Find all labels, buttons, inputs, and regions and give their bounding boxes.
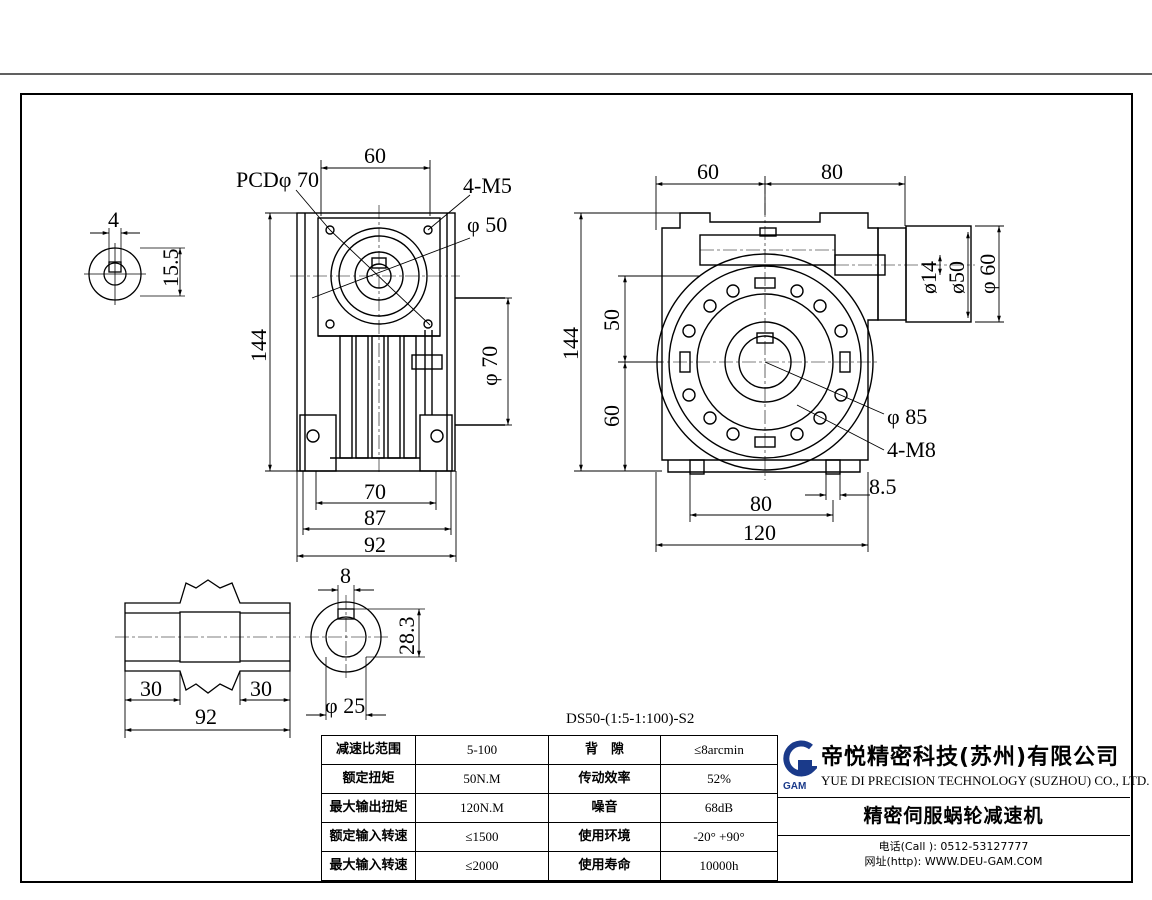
dim-height-60: 60 — [599, 405, 624, 427]
dim-bore-25: φ 25 — [325, 693, 365, 718]
dim-diameter-70: φ 70 — [477, 346, 502, 386]
dim-diameter-60: φ 60 — [975, 254, 1000, 294]
dim-width-70: 70 — [364, 479, 386, 504]
company-name-en: YUE DI PRECISION TECHNOLOGY (SUZHOU) CO.… — [821, 773, 1150, 788]
drawing-border — [20, 93, 1133, 883]
dim-width-80-bottom: 80 — [750, 491, 772, 516]
dim-offset-8-5: 8.5 — [869, 474, 897, 499]
hollow-shaft-section — [115, 579, 300, 738]
spec-table: 减速比范围 5-100 背 隙 ≤8arcmin 额定扭矩 50N.M 传动效率… — [321, 735, 778, 881]
spec-row: 额定扭矩 50N.M 传动效率 52% — [321, 764, 778, 794]
spec-label: 使用寿命 — [548, 851, 661, 881]
spec-value: -20° +90° — [660, 822, 778, 852]
front-view-dimensions — [574, 176, 1004, 552]
spec-value: 68dB — [660, 793, 778, 823]
dim-length-30-a: 30 — [140, 676, 162, 701]
output-bore-key-view — [305, 585, 425, 720]
dim-height-144-right: 144 — [558, 327, 583, 360]
company-name-cn: 帝悦精密科技(苏州)有限公司 — [821, 745, 1120, 770]
dim-thread-m8: 4-M8 — [887, 437, 936, 462]
dim-length-30-b: 30 — [250, 676, 272, 701]
title-block: GAM 帝悦精密科技(苏州)有限公司 YUE DI PRECISION TECH… — [777, 735, 1150, 881]
dim-width-87: 87 — [364, 505, 386, 530]
dim-width-80-right: 80 — [821, 159, 843, 184]
spec-label: 传动效率 — [548, 764, 661, 794]
spec-label: 减速比范围 — [321, 735, 416, 765]
dim-height-144-left: 144 — [246, 329, 271, 362]
spec-label: 使用环境 — [548, 822, 661, 852]
spec-row: 减速比范围 5-100 背 隙 ≤8arcmin — [321, 735, 778, 765]
spec-value: 52% — [660, 764, 778, 794]
dim-diameter-50-left: φ 50 — [467, 212, 507, 237]
dim-diameter-50-right: ø50 — [944, 261, 969, 294]
spec-value: ≤2000 — [415, 851, 549, 881]
spec-label: 最大输出扭矩 — [321, 793, 416, 823]
dim-width-60-right: 60 — [697, 159, 719, 184]
spec-label: 噪音 — [548, 793, 661, 823]
spec-label: 最大输入转速 — [321, 851, 416, 881]
dim-length-92-bottom: 92 — [195, 704, 217, 729]
side-view-dimensions — [265, 160, 512, 562]
spec-value: 120N.M — [415, 793, 549, 823]
dim-diameter-14: ø14 — [916, 261, 941, 294]
product-name: 精密伺服蜗轮减速机 — [777, 797, 1130, 836]
spec-value: 5-100 — [415, 735, 549, 765]
dim-diameter-85: φ 85 — [887, 404, 927, 429]
dim-key-width-8: 8 — [340, 563, 351, 588]
dim-width-92-left: 92 — [364, 532, 386, 557]
dim-thread-m5: 4-M5 — [463, 173, 512, 198]
spec-value: ≤8arcmin — [660, 735, 778, 765]
spec-value: 10000h — [660, 851, 778, 881]
spec-label: 额定扭矩 — [321, 764, 416, 794]
dim-height-50: 50 — [599, 309, 624, 331]
gearbox-front-view — [650, 180, 975, 480]
spec-label: 额定输入转速 — [321, 822, 416, 852]
spec-row: 最大输出扭矩 120N.M 噪音 68dB — [321, 793, 778, 823]
website-url: 网址(http): WWW.DEU-GAM.COM — [864, 855, 1043, 868]
phone-number: 电话(Call ): 0512-53127777 — [878, 840, 1029, 853]
spec-row: 最大输入转速 ≤2000 使用寿命 10000h — [321, 851, 778, 881]
spec-value: 50N.M — [415, 764, 549, 794]
svg-text:GAM: GAM — [783, 781, 806, 791]
company-header: GAM 帝悦精密科技(苏州)有限公司 YUE DI PRECISION TECH… — [777, 735, 1150, 798]
input-shaft-key-view — [84, 228, 185, 305]
dim-key-height-small: 15.5 — [158, 249, 183, 288]
dim-key-width-small: 4 — [108, 207, 119, 232]
spec-label: 背 隙 — [548, 735, 661, 765]
spec-value: ≤1500 — [415, 822, 549, 852]
spec-row: 额定输入转速 ≤1500 使用环境 -20° +90° — [321, 822, 778, 852]
dim-pcd-70: PCDφ 70 — [236, 167, 319, 192]
gearbox-side-view — [290, 189, 505, 475]
model-code: DS50-(1:5-1:100)-S2 — [566, 711, 694, 727]
dim-width-120: 120 — [743, 520, 776, 545]
dim-width-60-left: 60 — [364, 143, 386, 168]
gam-logo-icon: GAM — [783, 740, 817, 791]
dim-key-height-28-3: 28.3 — [394, 617, 419, 656]
contact-info: 电话(Call ): 0512-53127777 网址(http): WWW.D… — [777, 839, 1130, 869]
